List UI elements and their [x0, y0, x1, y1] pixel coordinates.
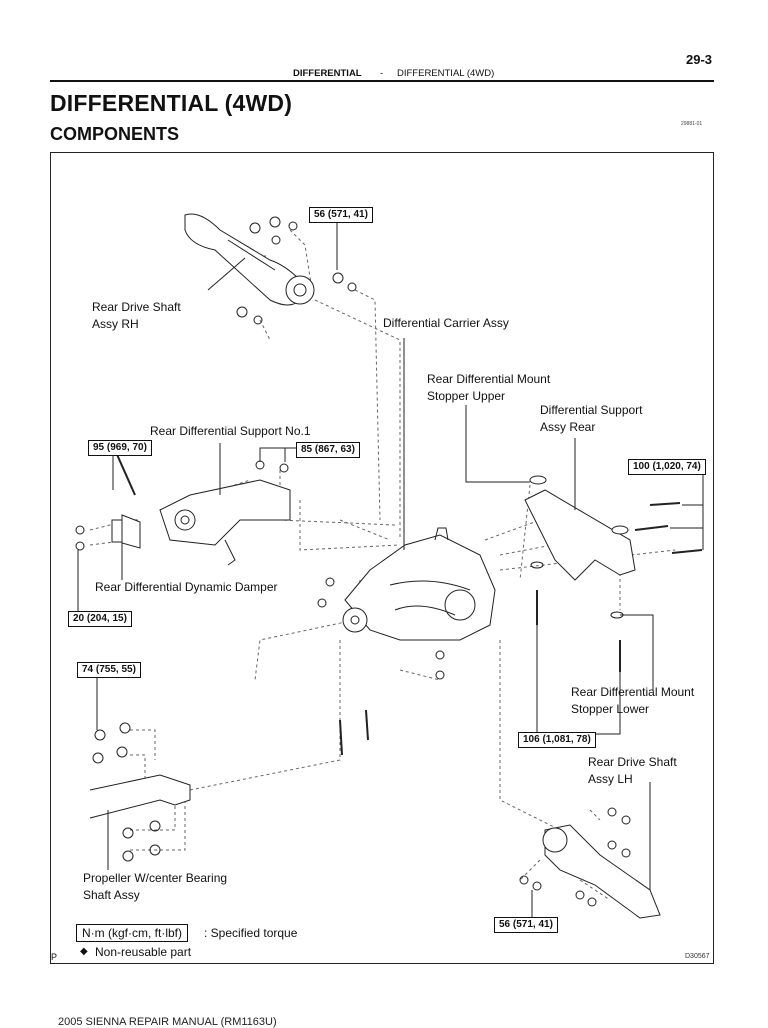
page-number: 29-3: [686, 52, 713, 67]
header-section: DIFFERENTIAL: [293, 68, 362, 79]
label-line: Stopper Upper: [427, 389, 506, 403]
label-mount-stopper-upper: Rear Differential Mount Stopper Upper: [427, 371, 550, 405]
nonreusable-symbol-icon: ◆: [80, 946, 88, 957]
label-line: Assy RH: [92, 317, 139, 331]
differential-support-assy-rear-drawing: [524, 475, 703, 672]
label-support-assy-rear: Differential Support Assy Rear: [540, 402, 643, 436]
label-line: Differential Support: [540, 403, 643, 417]
label-line: Rear Differential Mount: [571, 685, 695, 699]
reference-code: 29881-01: [681, 121, 703, 127]
rear-drive-shaft-lh-drawing: [519, 807, 661, 919]
label-line: Rear Differential Mount: [427, 372, 551, 386]
torque-damper-bolts: 20 (204, 15): [68, 611, 132, 627]
label-support-no1: Rear Differential Support No.1: [150, 424, 311, 438]
label-mount-stopper-lower: Rear Differential Mount Stopper Lower: [571, 684, 694, 718]
page-title: DIFFERENTIAL (4WD): [50, 90, 293, 116]
header-subsection: DIFFERENTIAL (4WD): [397, 68, 495, 79]
nut-washer-set-rh: [236, 216, 357, 325]
page-subtitle: COMPONENTS: [50, 124, 180, 144]
label-rear-drive-shaft-rh: Rear Drive Shaft Assy RH: [92, 299, 181, 333]
diagram-code: D30567: [685, 953, 710, 960]
rear-differential-support-no1-drawing: [114, 449, 291, 566]
header-rule: [50, 80, 714, 82]
label-line: Propeller W/center Bearing: [83, 871, 228, 885]
torque-mount-stopper-bolts: 106 (1,081, 78): [518, 732, 596, 748]
label-rear-drive-shaft-lh: Rear Drive Shaft Assy LH: [588, 754, 677, 788]
differential-carrier-drawing: [317, 527, 496, 756]
torque-rh-shaft-nut: 56 (571, 41): [309, 207, 373, 223]
label-line: Assy Rear: [540, 420, 596, 434]
label-differential-carrier: Differential Carrier Assy: [383, 316, 509, 330]
header-separator: -: [380, 68, 384, 79]
torque-support-no1-bolt: 95 (969, 70): [88, 440, 152, 456]
label-line: Assy LH: [588, 772, 633, 786]
corner-mark: P: [51, 952, 58, 962]
rear-drive-shaft-rh-drawing: [184, 213, 315, 306]
torque-lh-shaft-nut: 56 (571, 41): [494, 917, 558, 933]
label-line: Stopper Lower: [571, 702, 650, 716]
dynamic-damper-drawing: [75, 514, 141, 551]
torque-propeller-bolts: 74 (755, 55): [77, 662, 141, 678]
legend-nonreusable-desc: Non-reusable part: [95, 945, 192, 959]
legend-torque-box: N·m (kgf·cm, ft·lbf): [76, 924, 188, 942]
diagram-frame: [50, 152, 714, 964]
label-line: Rear Drive Shaft: [92, 300, 181, 314]
torque-support-rear-bolts: 100 (1,020, 74): [628, 459, 706, 475]
label-line: Rear Drive Shaft: [588, 755, 677, 769]
page-footer: 2005 SIENNA REPAIR MANUAL (RM1163U): [58, 1016, 277, 1028]
label-dynamic-damper: Rear Differential Dynamic Damper: [95, 580, 278, 594]
torque-support-no1-nuts: 85 (867, 63): [296, 442, 360, 458]
leader-lines: [77, 222, 704, 918]
label-line: Shaft Assy: [83, 888, 140, 902]
legend-torque-desc: : Specified torque: [204, 926, 298, 940]
propeller-shaft-drawing: [89, 722, 191, 862]
label-propeller-shaft: Propeller W/center Bearing Shaft Assy: [83, 870, 227, 904]
